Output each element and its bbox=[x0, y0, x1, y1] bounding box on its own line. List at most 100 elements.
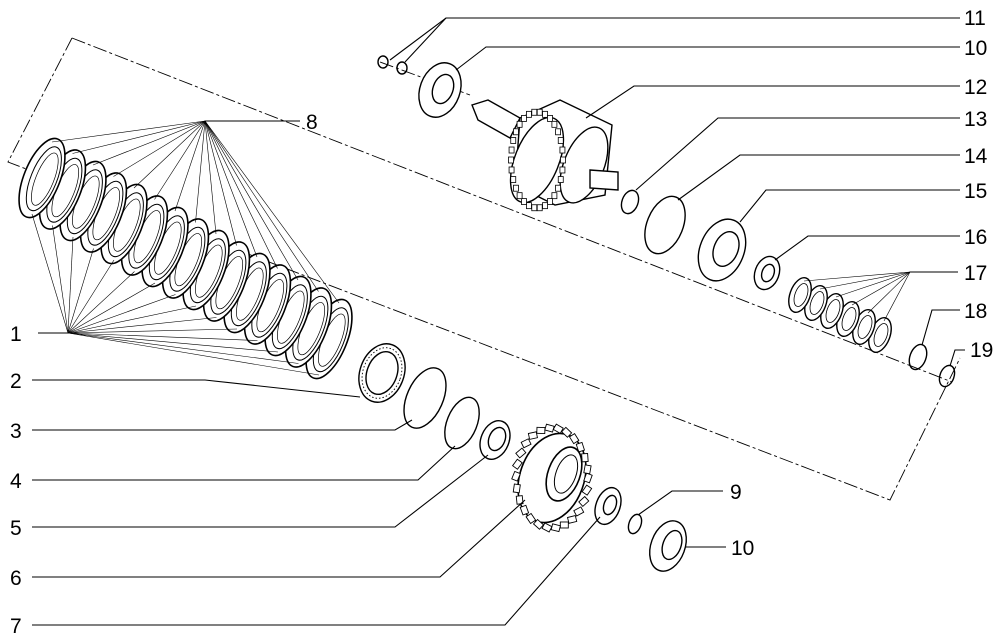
disc-17-bore bbox=[873, 323, 889, 347]
leader-8-branch bbox=[204, 120, 258, 258]
gear-tooth bbox=[511, 470, 521, 482]
clutch-disc bbox=[202, 241, 251, 322]
leader-1-branch bbox=[67, 259, 115, 334]
callout-12: 12 bbox=[964, 76, 987, 99]
gear-tooth bbox=[566, 515, 578, 524]
leader-8-branch bbox=[174, 120, 206, 212]
leader-17-branch bbox=[835, 271, 911, 298]
gear-tooth bbox=[544, 423, 555, 433]
leader-17-branch bbox=[851, 271, 911, 306]
leader-8-branch bbox=[204, 120, 278, 269]
part-2-pressure-ring bbox=[358, 343, 406, 403]
gear-tooth bbox=[578, 495, 590, 508]
drum-tooth bbox=[559, 166, 566, 174]
drum-tooth bbox=[559, 146, 566, 154]
drum-tooth bbox=[557, 176, 564, 183]
drum-tooth bbox=[555, 184, 561, 192]
part-18-ring bbox=[908, 343, 928, 371]
leader-fan-17 bbox=[803, 271, 911, 322]
drum-tooth bbox=[531, 204, 538, 212]
drum-tooth bbox=[557, 137, 564, 144]
part-19-ring bbox=[938, 364, 956, 388]
drum-tooth bbox=[531, 108, 538, 116]
drum-tooth bbox=[547, 198, 553, 205]
callout-2: 2 bbox=[10, 370, 22, 393]
disc-17-bore bbox=[809, 291, 825, 315]
drum-tooth bbox=[508, 166, 515, 174]
part-3-snap-ring bbox=[403, 367, 447, 429]
drum-tooth bbox=[542, 110, 548, 118]
drum-tooth bbox=[536, 204, 543, 212]
gear-bore bbox=[553, 454, 579, 494]
callout-13: 13 bbox=[964, 108, 987, 131]
gear-tooth bbox=[520, 438, 532, 449]
part-17-disc-stack bbox=[788, 277, 892, 353]
gear-tooth bbox=[561, 426, 573, 438]
callout-5: 5 bbox=[10, 517, 22, 540]
part-6-gear bbox=[511, 423, 593, 533]
leader-8-branch bbox=[204, 120, 319, 292]
gear-tooth bbox=[527, 431, 538, 440]
callout-14: 14 bbox=[964, 145, 988, 168]
drum-tooth bbox=[516, 192, 523, 200]
callout-18: 18 bbox=[964, 300, 987, 323]
drum-tooth bbox=[555, 128, 561, 136]
callout-labels: 8 1 2 3 4 5 6 7 9 10 11 10 12 13 14 15 1… bbox=[10, 7, 993, 636]
leader-1-branch bbox=[67, 248, 94, 334]
leader-17-branch bbox=[883, 271, 911, 322]
leader-1-branch bbox=[67, 332, 320, 376]
clutch-disc bbox=[284, 287, 333, 368]
gear-tooth bbox=[532, 518, 545, 530]
gear-tooth bbox=[512, 483, 521, 494]
callout-8: 8 bbox=[306, 111, 318, 134]
callout-16: 16 bbox=[964, 226, 987, 249]
callout-19: 19 bbox=[970, 339, 993, 362]
leader-1-branch bbox=[67, 236, 74, 334]
leader-8-branch bbox=[133, 120, 206, 189]
leader-17-branch bbox=[819, 271, 911, 290]
gear-tooth bbox=[583, 464, 592, 475]
drum-tooth bbox=[508, 156, 514, 164]
drum-tooth bbox=[551, 192, 558, 200]
gear-tooth bbox=[559, 521, 569, 529]
gear-tooth bbox=[511, 458, 523, 470]
drum-tooth bbox=[542, 202, 548, 210]
callout-10-lower: 10 bbox=[731, 537, 754, 560]
leader-1-branch bbox=[31, 213, 69, 334]
part-10-bearing-upper bbox=[418, 62, 462, 118]
leader-17-branch bbox=[867, 271, 911, 314]
leader-1-branch bbox=[67, 271, 135, 334]
drum-tooth bbox=[516, 120, 523, 128]
leader-8-branch bbox=[154, 120, 206, 200]
leader-1-branch bbox=[67, 294, 176, 334]
clutch-disc bbox=[100, 183, 148, 265]
callout-6: 6 bbox=[10, 567, 22, 590]
gear-tooth bbox=[525, 512, 537, 525]
part-15-bearing bbox=[697, 218, 747, 282]
leader-8-branch bbox=[195, 120, 206, 223]
leader-1-branch bbox=[52, 225, 69, 334]
callout-17: 17 bbox=[964, 262, 987, 285]
leader-8-branch bbox=[204, 120, 340, 304]
part-7-bearing bbox=[594, 486, 622, 526]
leader-1-branch bbox=[67, 332, 299, 364]
part-12-drum-teeth bbox=[508, 108, 566, 212]
disc-17-bore bbox=[825, 299, 841, 323]
gear-tooth bbox=[536, 426, 546, 435]
leader-fan-8 bbox=[51, 120, 340, 304]
gear-tooth bbox=[550, 523, 561, 533]
drum-tooth bbox=[513, 128, 519, 136]
leader-8-branch bbox=[72, 120, 206, 154]
drum-tooth bbox=[521, 115, 527, 122]
disc-17-bore bbox=[841, 307, 857, 331]
part-13-small-ring bbox=[620, 189, 640, 215]
drum-tooth bbox=[521, 198, 527, 205]
part-11-small-rings bbox=[377, 55, 408, 75]
callout-11: 11 bbox=[964, 7, 986, 30]
leader-8-branch bbox=[92, 120, 206, 166]
leader-1-branch bbox=[67, 332, 279, 353]
part-16-washer bbox=[753, 255, 781, 291]
gear-tooth bbox=[519, 504, 530, 516]
part-9-small-ring bbox=[627, 513, 643, 535]
